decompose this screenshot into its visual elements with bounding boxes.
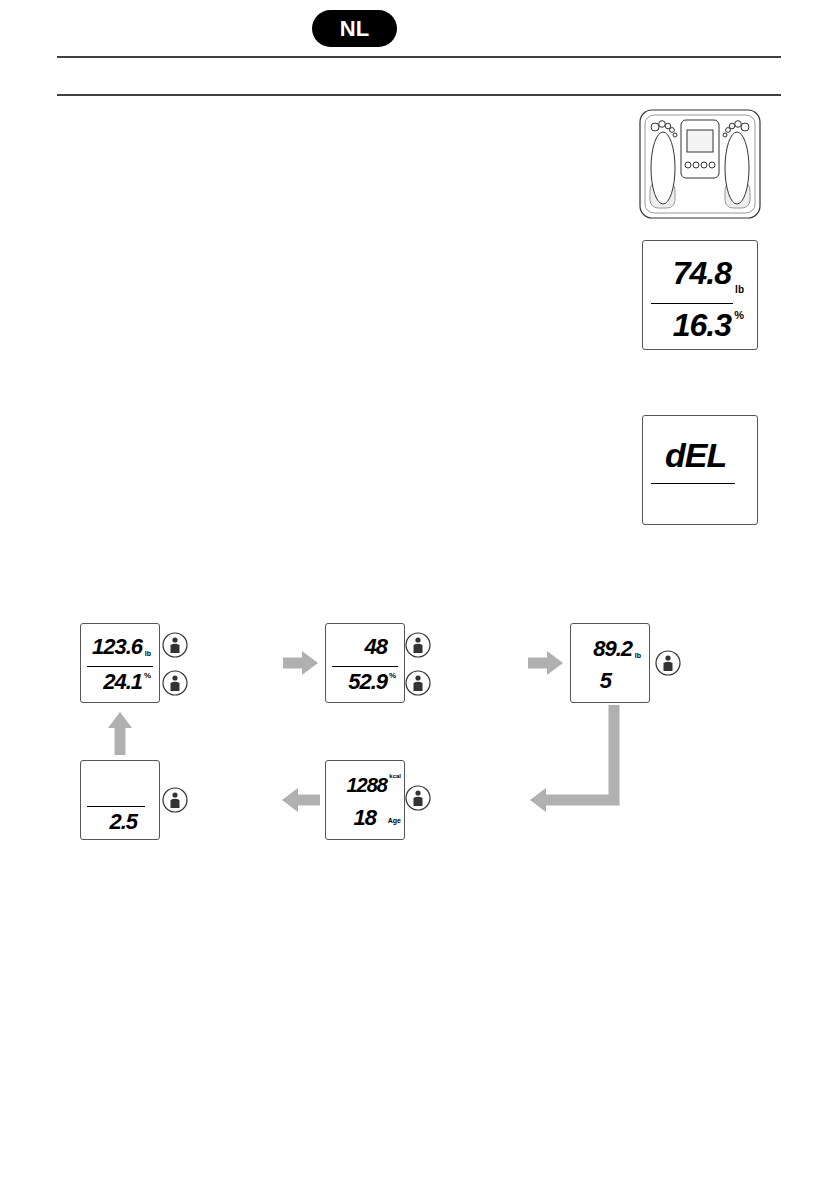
display-value: 16.3 <box>673 309 731 341</box>
unit-label: % <box>734 310 744 321</box>
unit-label: Age <box>388 817 401 824</box>
display-value: 2.5 <box>109 811 137 833</box>
display-value: 1288 <box>347 775 388 795</box>
unit-label: lb <box>145 650 151 657</box>
unit-label: lb <box>635 652 641 659</box>
lcd-display: 1288kcal 18 Age <box>325 760 405 840</box>
lcd-display: dEL <box>642 415 758 525</box>
arrow-head <box>282 788 298 812</box>
lcd-display: 74.8 lb 16.3% <box>642 240 758 350</box>
display-value: 89.2 <box>593 638 632 660</box>
muscle-icon <box>656 651 680 675</box>
weight-icon <box>163 633 187 657</box>
flow-arrow <box>545 705 614 800</box>
scale-body <box>640 110 760 218</box>
metabolism-icon <box>406 786 430 810</box>
visceral-fat-icon <box>163 788 187 812</box>
flow-arrow <box>115 727 126 755</box>
display-divider <box>651 303 733 304</box>
scale-illustration <box>640 110 760 218</box>
display-value: 123.6 <box>92 636 142 658</box>
scale-buttons <box>685 162 715 168</box>
lcd-display: 123.6lb 24.1% <box>80 623 160 703</box>
arrow-head <box>302 651 318 675</box>
display-value: 24.1 <box>103 671 142 693</box>
language-badge: NL <box>312 10 397 47</box>
display-value: 52.9 <box>348 671 387 693</box>
unit-label: % <box>389 672 396 680</box>
arrow-head <box>547 651 563 675</box>
display-divider <box>87 666 153 667</box>
unit-label: kcal <box>389 773 401 779</box>
unit-label: lb <box>735 285 744 295</box>
display-divider <box>651 483 735 484</box>
rule-line <box>57 94 781 96</box>
scale-console <box>681 120 719 178</box>
display-value: dEL <box>665 438 726 472</box>
flow-arrow <box>297 795 320 806</box>
water-icon <box>406 633 430 657</box>
scale-screen <box>687 130 713 152</box>
display-value: 48 <box>365 636 387 658</box>
arrow-head <box>530 788 546 812</box>
display-value: 18 <box>354 807 376 829</box>
display-value: 5 <box>600 670 611 692</box>
rule-line <box>57 56 781 58</box>
unit-label: % <box>144 672 151 680</box>
left-foot <box>651 121 677 204</box>
arrow-head <box>108 712 132 728</box>
lcd-display: 48 52.9% <box>325 623 405 703</box>
display-value: 74.8 <box>673 257 731 289</box>
lcd-display: 2.5 <box>80 760 160 840</box>
language-code: NL <box>340 16 369 42</box>
scale-platform <box>645 115 755 213</box>
lcd-display: 89.2lb 5 <box>570 623 650 703</box>
flow-arrow <box>283 658 303 669</box>
flow-arrow <box>528 658 548 669</box>
water-percent-icon <box>406 671 430 695</box>
body-fat-icon <box>163 671 187 695</box>
display-divider <box>332 666 398 667</box>
display-divider <box>87 806 145 807</box>
right-foot <box>723 121 749 204</box>
